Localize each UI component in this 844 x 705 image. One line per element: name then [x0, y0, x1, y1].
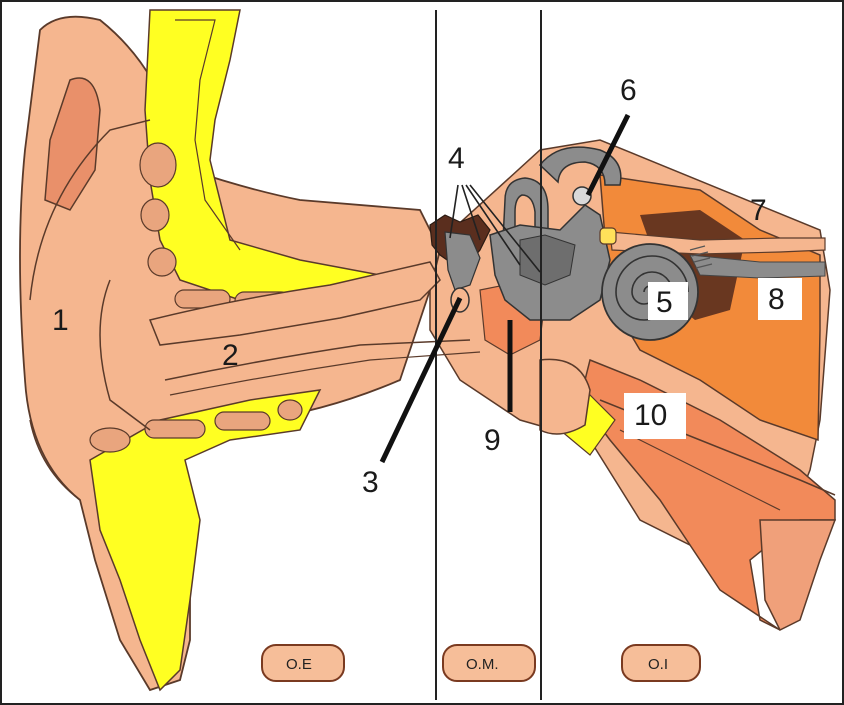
zone-middle-ear: O.M.	[443, 645, 535, 681]
label-2: 2	[222, 339, 239, 372]
label-4: 4	[448, 142, 465, 175]
label-9: 9	[484, 424, 501, 457]
label-8: 8	[768, 283, 785, 316]
label-7: 7	[750, 194, 767, 227]
zone-inner-label: O.I	[648, 656, 668, 673]
zone-inner-ear: O.I	[622, 645, 700, 681]
zone-outer-ear: O.E	[262, 645, 344, 681]
label-5: 5	[656, 286, 673, 319]
label-6: 6	[620, 74, 637, 107]
label-3: 3	[362, 466, 379, 499]
facial-nerve-yellow	[600, 228, 616, 244]
zone-middle-label: O.M.	[466, 656, 499, 673]
label-10: 10	[634, 399, 667, 432]
label-1: 1	[52, 304, 69, 337]
zone-outer-label: O.E	[286, 656, 312, 673]
